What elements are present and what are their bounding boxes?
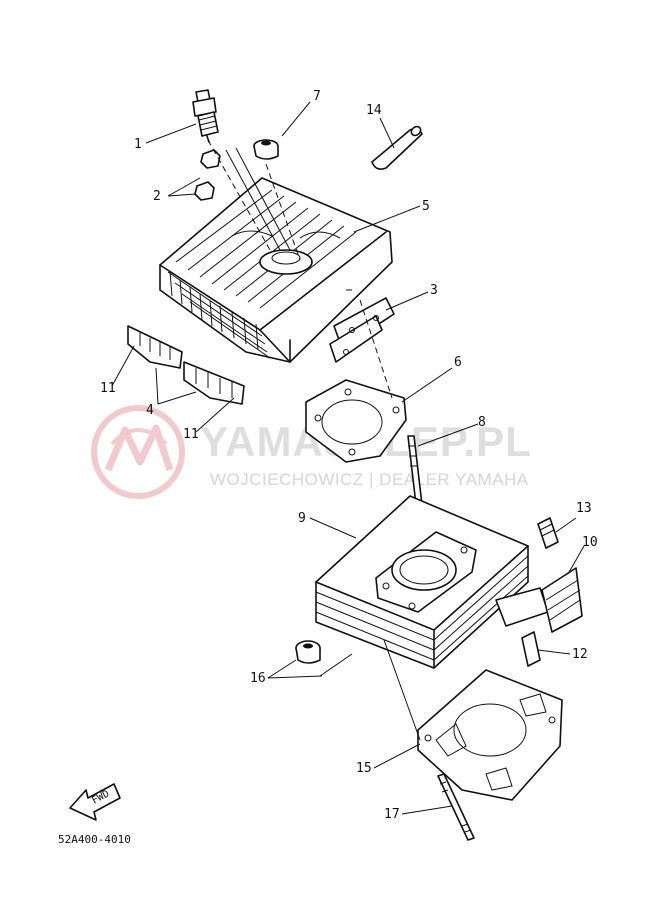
- base-gasket: [417, 669, 563, 801]
- damper-block: [541, 567, 583, 633]
- leader-lines: [111, 101, 585, 815]
- grommet: [253, 139, 279, 160]
- callout-10: 10: [582, 535, 598, 550]
- callout-14: 14: [366, 103, 382, 118]
- callout-17: 17: [384, 807, 400, 822]
- cylinder: [315, 495, 549, 669]
- bleed-screw: [537, 517, 559, 549]
- clip: [521, 631, 541, 667]
- callout-1: 1: [134, 137, 142, 152]
- callout-12: 12: [572, 647, 588, 662]
- watermark-dealer: WOJCIECHOWICZ | DEALER YAMAHA: [210, 470, 529, 489]
- diagram-part-code: 52A400-4010: [58, 833, 131, 846]
- callout-9: 9: [298, 511, 306, 526]
- dampers: [127, 325, 245, 405]
- callout-3: 3: [430, 283, 438, 298]
- callout-7: 7: [313, 89, 321, 104]
- base-stud: [437, 773, 475, 841]
- callout-11-right: 11: [183, 427, 199, 442]
- head-gasket: [305, 379, 407, 463]
- callout-13: 13: [576, 501, 592, 516]
- callout-8: 8: [478, 415, 486, 430]
- bracket-plate: [329, 297, 395, 363]
- cylinder-head: [159, 177, 393, 363]
- spark-plug: [192, 89, 219, 143]
- callout-16: 16: [250, 671, 266, 686]
- grommet-lower: [295, 640, 321, 664]
- callout-4: 4: [146, 403, 154, 418]
- nuts: [194, 149, 221, 201]
- callout-15: 15: [356, 761, 372, 776]
- fwd-arrow-icon: [69, 783, 121, 821]
- callout-11-left: 11: [100, 381, 116, 396]
- callout-2: 2: [153, 189, 161, 204]
- callout-5: 5: [422, 199, 430, 214]
- dowel-pin: [371, 125, 423, 170]
- callout-6: 6: [454, 355, 462, 370]
